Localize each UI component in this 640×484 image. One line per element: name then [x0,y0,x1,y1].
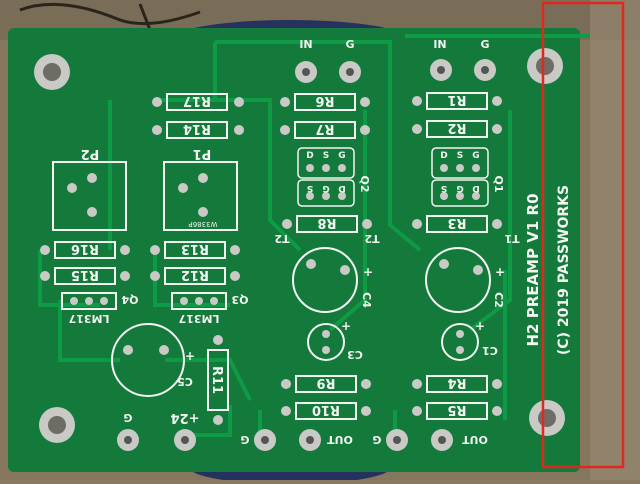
label-R10: R10 [312,402,340,417]
label-plus24: +24 [171,410,200,425]
label-R7: R7 [315,121,334,136]
output-pads [117,429,453,451]
label-T2-right: T2 [364,232,379,245]
label-R2: R2 [447,120,466,135]
pot-code-label: W3386P [189,220,218,228]
label-R5: R5 [447,402,466,417]
label-C1: C1 [482,344,498,357]
pin-d-q2-bot: D [338,183,345,193]
label-g-out-right: G [372,433,381,446]
pin-s-q1-top: S [457,151,463,161]
pcb-board [8,28,580,472]
pin-d-q1-bot: D [472,183,479,193]
board-title: H2 PREAMP V1 R0 [524,193,542,346]
label-g-top-right: G [480,38,489,51]
input-pads [295,59,496,83]
plus-c5: + [185,349,195,363]
label-R4: R4 [447,375,466,390]
label-R12: R12 [181,267,209,282]
pin-s-q1-bot: S [441,183,447,193]
jfet-pads [306,164,480,200]
label-Q1: Q1 [492,175,505,192]
label-out-left: OUT [327,433,353,446]
label-R11: R11 [209,366,224,394]
pin-g-q1-top: G [472,151,479,161]
label-out-right: OUT [462,433,488,446]
jfet-pin-labels: D S G D S G D S G D S G [306,151,479,193]
label-R3: R3 [447,215,466,230]
label-R15: R15 [71,267,99,282]
pin-g-q1-bot: G [456,183,463,193]
label-R9: R9 [316,375,335,390]
label-C3: C3 [347,348,363,361]
label-T1: T1 [504,232,519,245]
regulator-pads [70,297,218,305]
label-LM317-right: LM317 [179,312,220,325]
pin-g-q2-top: G [338,151,345,161]
label-g-top-left: G [345,38,354,51]
capacitor-pads [123,259,483,355]
pin-s-q2-top: S [323,151,329,161]
pin-d-q2-top: D [306,151,313,161]
jfet-outlines [297,147,489,207]
board-title-group: H2 PREAMP V1 R0 (C) 2019 PASSWORKS [524,185,572,355]
ink-scribble [19,2,201,26]
label-C2: C2 [492,292,505,308]
silkscreen-labels: R17 R14 R6 R7 R1 R2 R8 R3 R16 R15 R13 R1… [69,92,520,417]
label-C5: C5 [177,375,193,388]
label-Q3: Q3 [231,293,248,306]
label-R16: R16 [71,241,99,256]
plus-c4: + [363,265,373,279]
pot-pads [67,173,208,217]
label-Q2: Q2 [358,175,371,192]
polarity-marks: + + + + + [185,265,505,363]
label-LM317-left: LM317 [69,312,110,325]
label-P2: P2 [81,146,100,161]
regulator-outlines [61,292,227,310]
label-in-left: IN [299,38,312,51]
resistor-pads [40,96,502,425]
plus-c3: + [341,319,351,333]
capacitor-outlines [111,247,491,397]
resistor-outlines [54,92,488,420]
label-P1: P1 [193,146,212,161]
label-C4: C4 [360,292,373,308]
plus-c1: + [475,319,485,333]
mounting-holes [34,48,565,443]
board-copyright: (C) 2019 PASSWORKS [556,185,572,355]
label-R13: R13 [181,241,209,256]
label-in-right: IN [433,38,446,51]
label-R1: R1 [447,92,466,107]
pot-outlines [52,161,238,231]
pin-g-q2-bot: G [322,183,329,193]
red-highlight-box [541,1,625,469]
pad-labels: IN G IN G G OUT G OUT G +24 [123,38,489,446]
label-R8: R8 [317,215,336,230]
label-g-power: G [123,411,132,424]
label-g-out-left: G [240,433,249,446]
pin-s-q2-bot: S [307,183,313,193]
plus-c2: + [495,265,505,279]
label-Q4: Q4 [121,293,138,306]
label-T2-left: T2 [274,232,289,245]
label-R17: R17 [183,93,211,108]
pin-d-q1-top: D [440,151,447,161]
label-R6: R6 [315,93,334,108]
label-R14: R14 [183,121,211,136]
